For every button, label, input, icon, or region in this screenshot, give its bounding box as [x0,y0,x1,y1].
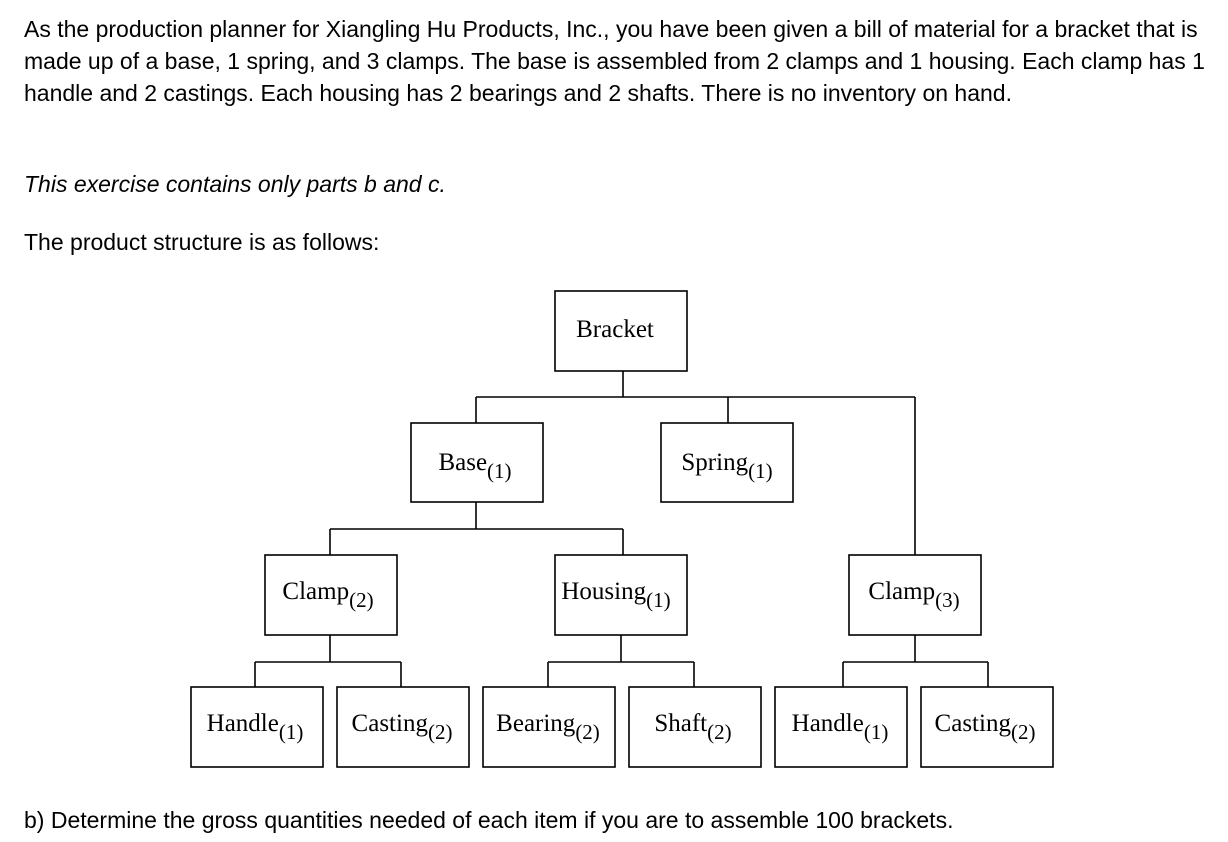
node-shaft: Shaft(2) [628,686,762,768]
node-quantity: (1) [748,459,773,483]
node-name: Casting [935,710,1012,737]
svg-text:Spring(1): Spring(1) [681,449,772,483]
node-name: Spring [681,449,748,476]
node-bracket: Bracket [554,290,688,372]
svg-text:Clamp(3): Clamp(3) [868,578,959,612]
tree-links [254,371,989,687]
svg-text:Housing(1): Housing(1) [561,578,670,612]
node-quantity: (2) [575,720,600,744]
node-name: Casting [352,710,429,737]
node-handle-2: Handle(1) [774,686,908,768]
node-name: Handle [792,710,864,737]
node-quantity: (3) [935,588,960,612]
svg-text:Casting(2): Casting(2) [935,710,1036,744]
svg-text:Shaft(2): Shaft(2) [654,710,731,744]
node-name: Clamp [868,578,935,605]
node-name: Base [438,449,487,476]
node-quantity: (1) [646,588,671,612]
node-name: Bracket [576,316,654,343]
svg-text:Casting(2): Casting(2) [352,710,453,744]
node-quantity: (1) [864,720,889,744]
svg-text:Base(1): Base(1) [438,449,511,483]
node-clamp-bracket: Clamp(3) [848,554,982,636]
node-quantity: (2) [428,720,453,744]
node-spring: Spring(1) [660,422,794,503]
exercise-note: This exercise contains only parts b and … [24,171,446,197]
node-casting-2: Casting(2) [920,686,1054,768]
svg-text:Bearing(2): Bearing(2) [496,710,600,744]
question-b: b) Determine the gross quantities needed… [24,807,954,833]
node-name: Housing [561,578,646,605]
node-name: Shaft [654,710,707,737]
node-bearing: Bearing(2) [482,686,616,768]
svg-text:Clamp(2): Clamp(2) [282,578,373,612]
svg-text:Handle(1): Handle(1) [792,710,889,744]
node-quantity: (2) [707,720,732,744]
structure-label: The product structure is as follows: [24,229,380,255]
node-quantity: (1) [279,720,304,744]
node-name: Clamp [282,578,349,605]
node-quantity: (1) [487,459,512,483]
node-base: Base(1) [410,422,544,503]
node-name: Bearing [496,710,576,737]
node-quantity: (2) [349,588,374,612]
svg-text:Handle(1): Handle(1) [207,710,304,744]
svg-text:Bracket: Bracket [576,316,654,343]
node-casting-1: Casting(2) [336,686,470,768]
node-name: Handle [207,710,279,737]
node-housing: Housing(1) [554,554,688,636]
node-clamp-base: Clamp(2) [264,554,398,636]
node-quantity: (2) [1011,720,1036,744]
problem-statement: As the production planner for Xiangling … [24,16,1205,106]
node-handle-1: Handle(1) [190,686,324,768]
